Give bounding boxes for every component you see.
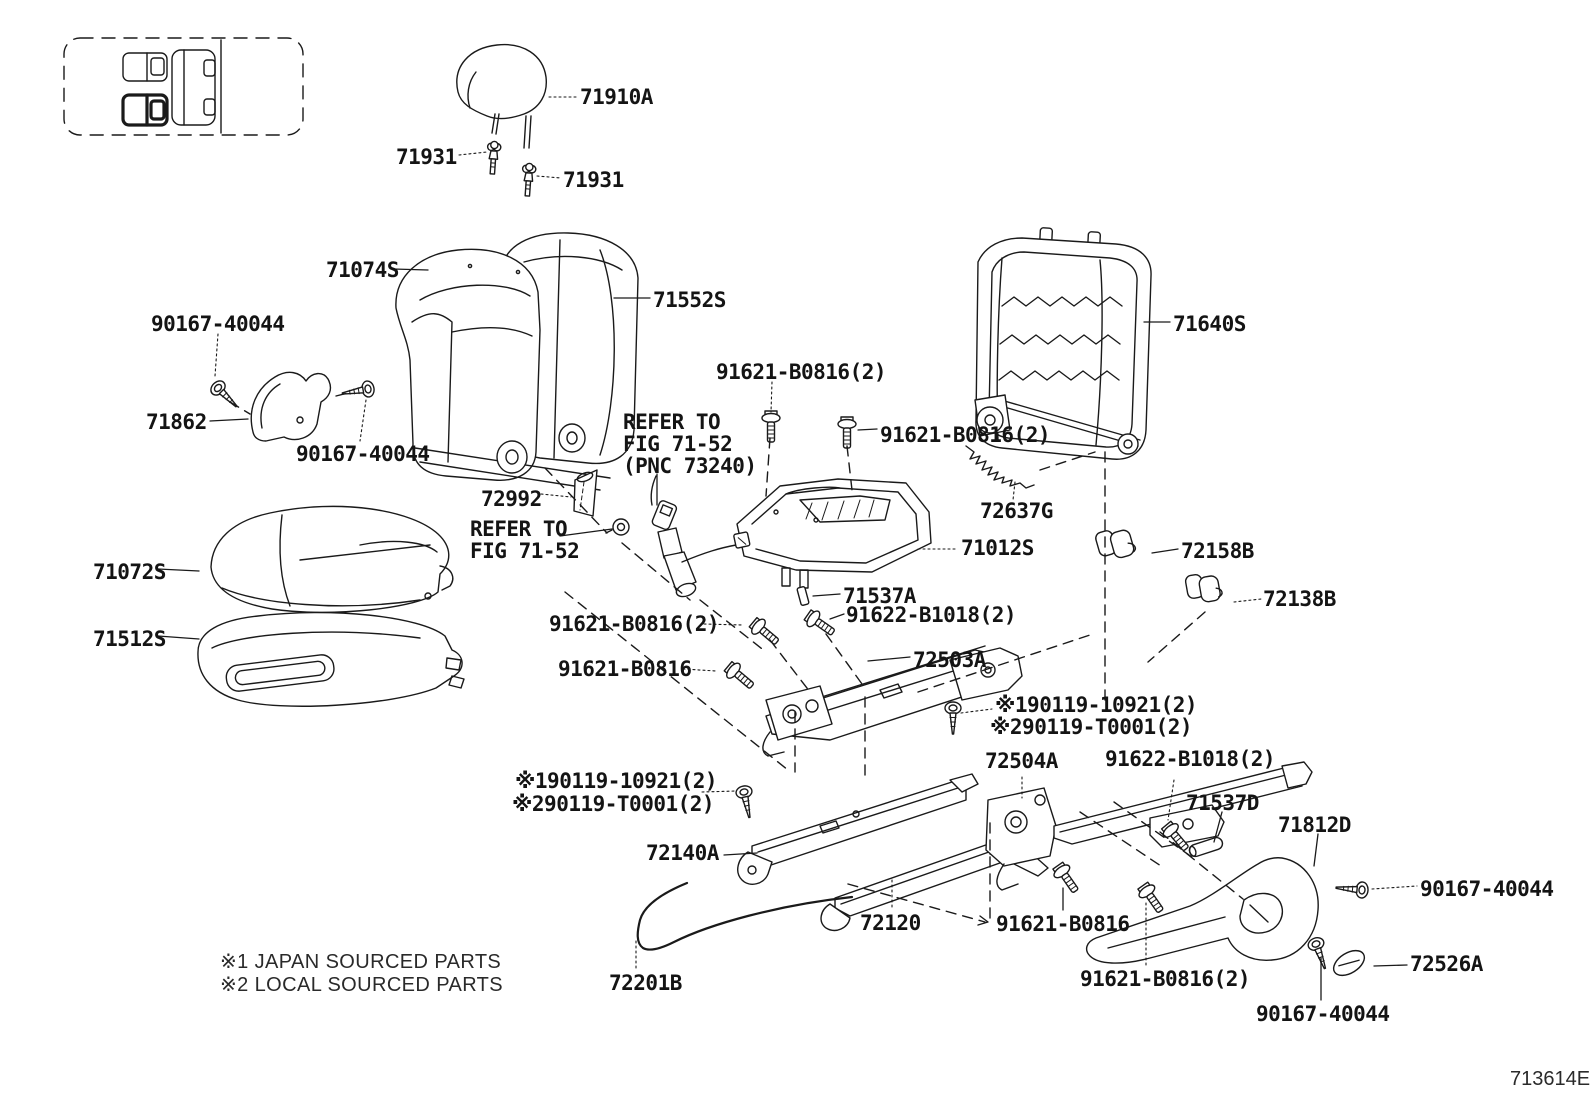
headrest-art — [456, 43, 547, 198]
part-label-71537D: 71537D — [1186, 791, 1259, 815]
part-label-91621-B0816-2-c: 91621-B0816(2) — [549, 612, 720, 636]
part-label-71537A: 71537A — [843, 584, 916, 608]
part-label-190119-10921-right: ※190119-10921(2) — [995, 693, 1198, 717]
cushion-cover-art — [210, 505, 454, 614]
footnote-japan-sourced: ※1 JAPAN SOURCED PARTS — [220, 951, 502, 973]
clip-72158B-art — [1095, 529, 1137, 559]
part-label-72503A: 72503A — [913, 648, 986, 672]
part-label-71074S: 71074S — [326, 258, 399, 282]
spacer-71537A-art — [796, 586, 810, 606]
clip-72138B-art — [1184, 573, 1223, 603]
footnote-local-sourced: ※2 LOCAL SOURCED PARTS — [220, 974, 504, 996]
part-label-72158B: 72158B — [1181, 539, 1254, 563]
note-refer-fig-71-52: REFER TO FIG 71-52 — [470, 517, 580, 563]
part-label-290119-T0001-left: ※290119-T0001(2) — [512, 792, 715, 816]
part-label-71012S: 71012S — [961, 536, 1034, 560]
leader-dotted-lines — [214, 96, 1418, 970]
part-label-91621-B0816-2-a: 91621-B0816(2) — [716, 360, 887, 384]
part-label-90167-40044-4: 90167-40044 — [1256, 1002, 1390, 1026]
seatback-pad-art — [395, 248, 611, 491]
seat-pan-art — [736, 478, 932, 589]
wire-72201B-art — [636, 881, 854, 951]
part-label-71910A: 71910A — [580, 85, 653, 109]
rail-72140A-art — [737, 773, 979, 885]
belt-buckle-art — [573, 469, 751, 598]
adjuster-72503A-art — [762, 645, 1023, 757]
part-label-72637G: 72637G — [980, 499, 1053, 523]
seatback-frame-art — [974, 227, 1152, 460]
cushion-pad-art — [197, 611, 465, 707]
part-label-90167-40044-3: 90167-40044 — [1420, 877, 1554, 901]
part-label-290119-T0001-right: ※290119-T0001(2) — [990, 715, 1193, 739]
part-label-71640S: 71640S — [1173, 312, 1246, 336]
part-label-71552S: 71552S — [653, 288, 726, 312]
part-label-91621-B0816-b: 91621-B0816 — [996, 912, 1130, 936]
belt-guide-71862-art — [250, 371, 332, 442]
part-label-71931-left: 71931 — [396, 145, 457, 169]
part-label-71931-right: 71931 — [563, 168, 624, 192]
part-label-71812D: 71812D — [1278, 813, 1351, 837]
part-label-72140A: 72140A — [646, 841, 719, 865]
part-label-190119-10921-left: ※190119-10921(2) — [515, 769, 718, 793]
dashed-arrowhead — [977, 915, 989, 926]
figure-code: 713614E — [1510, 1068, 1591, 1090]
part-label-72138B: 72138B — [1263, 587, 1336, 611]
part-label-91621-B0816-2-b: 91621-B0816(2) — [880, 423, 1051, 447]
part-label-72526A: 72526A — [1410, 952, 1483, 976]
recliner-spring-art — [965, 445, 1035, 489]
side-shield-art — [1085, 857, 1319, 964]
part-label-72201B: 72201B — [609, 971, 682, 995]
part-label-72120: 72120 — [860, 911, 921, 935]
part-label-90167-40044-2: 90167-40044 — [296, 442, 430, 466]
part-label-72504A: 72504A — [985, 749, 1058, 773]
part-label-91621-B0816-2-d: 91621-B0816(2) — [1080, 967, 1251, 991]
note-refer-fig-71-52-pnc-73240: REFER TO FIG 71-52 (PNC 73240) — [623, 410, 757, 478]
part-label-90167-40044-1: 90167-40044 — [151, 312, 285, 336]
cap-72526A-art — [1332, 949, 1366, 977]
leader-solid-lines — [157, 268, 1408, 1001]
assembly-dashed-lines — [229, 391, 1244, 926]
part-label-71512S: 71512S — [93, 627, 166, 651]
part-label-91621-B0816-a: 91621-B0816 — [558, 657, 692, 681]
part-label-72992: 72992 — [481, 487, 542, 511]
vehicle-inset — [63, 37, 304, 136]
part-label-91622-B1018-2-b: 91622-B1018(2) — [1105, 747, 1276, 771]
part-label-91622-B1018-2-a: 91622-B1018(2) — [846, 603, 1017, 627]
part-label-71072S: 71072S — [93, 560, 166, 584]
part-label-71862: 71862 — [146, 410, 207, 434]
